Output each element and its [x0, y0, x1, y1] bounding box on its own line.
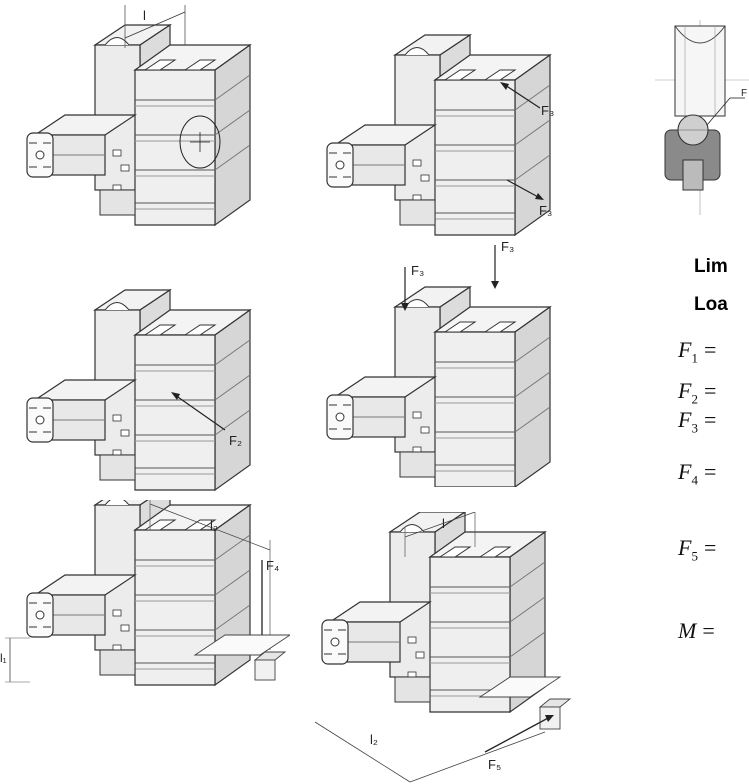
formula-m: M= — [678, 618, 715, 643]
l2-label: l₂ — [210, 518, 218, 533]
formula-f4: F4= — [678, 459, 717, 488]
length-label: l — [143, 8, 146, 23]
formula-f1: F1= — [678, 337, 717, 366]
f2-label: F₂ — [229, 433, 242, 448]
f4-label: F₄ — [266, 558, 279, 573]
figure-moment-load: l — [26, 5, 251, 226]
f5-label: F₅ — [488, 757, 501, 772]
f3-top-label: F₃ — [541, 103, 554, 118]
detail-force-label: F — [741, 88, 747, 99]
figure-f5-load: l F₅ l₂ — [314, 512, 572, 783]
f3-bottom-label: F₃ — [539, 203, 552, 218]
l1-label: l₁ — [0, 651, 7, 665]
heading-line1: Lim — [694, 256, 728, 277]
cross-section-detail: F — [655, 20, 749, 215]
figure-f3-top-load: F₃ F₃ — [326, 239, 551, 487]
heading-line2: Loa — [694, 294, 728, 315]
figure-f2-load: F₂ — [26, 289, 251, 491]
formula-f2: F2= — [678, 378, 717, 407]
figure-f3-side-load: F₃ F₃ — [326, 34, 554, 236]
f3-left-label: F₃ — [411, 263, 424, 278]
figure-f4-load: l₂ F₄ l₁ — [0, 500, 290, 686]
l-label: l — [442, 516, 445, 531]
l2-label-f5: l₂ — [370, 732, 378, 747]
formula-f3: F3= — [678, 407, 717, 436]
formula-f5: F5= — [678, 535, 717, 564]
f3-right-label: F₃ — [501, 239, 514, 254]
